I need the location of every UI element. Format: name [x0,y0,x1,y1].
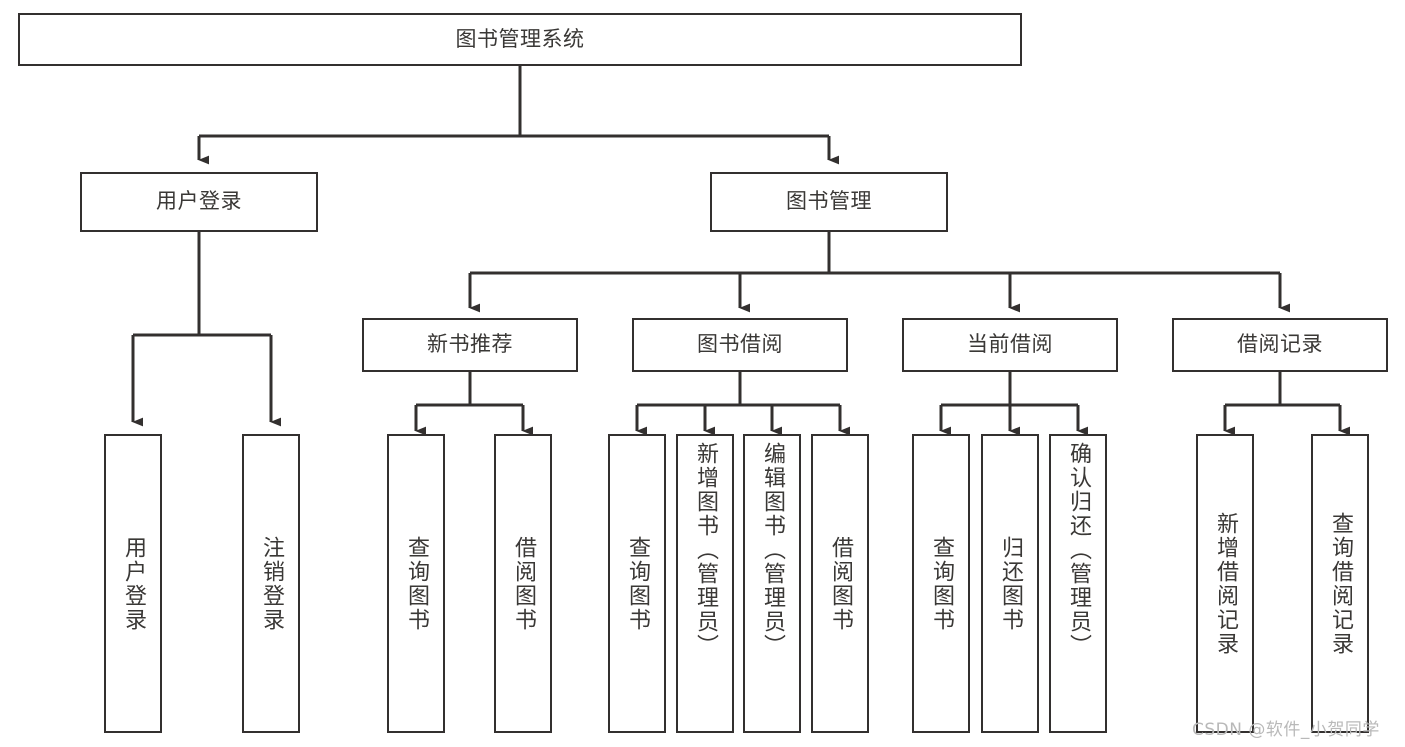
node-label: 当前借阅 [967,332,1053,357]
node-label: 图书借阅 [697,332,783,357]
node-label: 借阅记录 [1237,332,1323,357]
leaf-query-borrow-record[interactable]: 查询借阅记录 [1311,434,1369,733]
node-label: 借阅图书 [828,535,853,632]
leaf-query-book-1[interactable]: 查询图书 [387,434,445,733]
node-label: 图书管理 [786,189,872,214]
leaf-query-book-2[interactable]: 查询图书 [608,434,666,733]
node-book-management[interactable]: 图书管理 [710,172,948,232]
node-label: 编辑图书（管理员） [760,442,785,658]
node-label: 注销登录 [259,535,284,632]
node-new-book-recommend[interactable]: 新书推荐 [362,318,578,372]
node-label: 查询图书 [625,535,650,632]
node-label: 归还图书 [998,535,1023,632]
leaf-add-borrow-record[interactable]: 新增借阅记录 [1196,434,1254,733]
node-borrow-record[interactable]: 借阅记录 [1172,318,1388,372]
leaf-confirm-return-admin[interactable]: 确认归还（管理员） [1049,434,1107,733]
node-label: 用户登录 [121,535,146,632]
leaf-add-book-admin[interactable]: 新增图书（管理员） [676,434,734,733]
node-label: 新增图书（管理员） [693,442,718,658]
node-label: 查询图书 [404,535,429,632]
node-current-borrow[interactable]: 当前借阅 [902,318,1118,372]
leaf-borrow-book-2[interactable]: 借阅图书 [811,434,869,733]
leaf-query-book-3[interactable]: 查询图书 [912,434,970,733]
watermark-text: CSDN @软件_小贺同学 [1192,720,1380,740]
leaf-edit-book-admin[interactable]: 编辑图书（管理员） [743,434,801,733]
node-book-borrow[interactable]: 图书借阅 [632,318,848,372]
node-label: 图书管理系统 [455,26,585,51]
node-label: 查询图书 [929,535,954,632]
leaf-borrow-book-1[interactable]: 借阅图书 [494,434,552,733]
node-label: 查询借阅记录 [1328,511,1353,656]
node-label: 新书推荐 [427,332,513,357]
node-label: 新增借阅记录 [1213,511,1238,656]
node-label: 用户登录 [156,189,242,214]
leaf-logout-login[interactable]: 注销登录 [242,434,300,733]
node-label: 借阅图书 [511,535,536,632]
node-system-root[interactable]: 图书管理系统 [18,13,1022,66]
leaf-return-book[interactable]: 归还图书 [981,434,1039,733]
node-label: 确认归还（管理员） [1066,442,1091,658]
leaf-user-login[interactable]: 用户登录 [104,434,162,733]
node-user-login[interactable]: 用户登录 [80,172,318,232]
